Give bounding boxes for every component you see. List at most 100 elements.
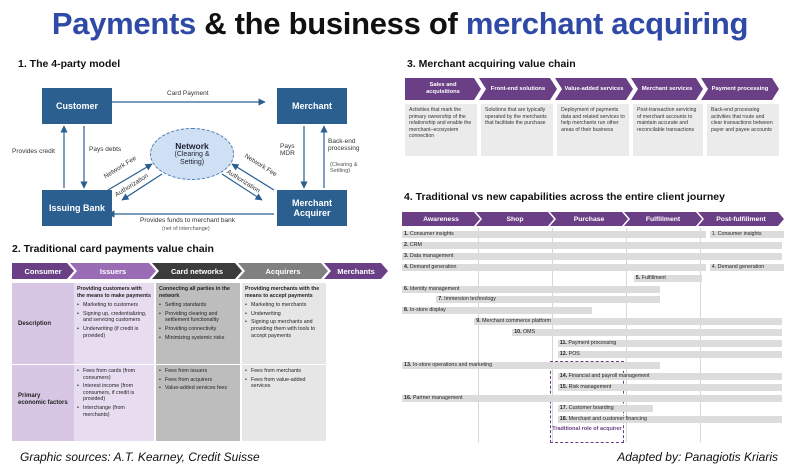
network-fee-left-arrow <box>107 163 153 191</box>
provides-funds-label: Provides funds to merchant bank <box>140 217 236 224</box>
capability-bar-post: 1. Consumer insights <box>709 231 784 238</box>
capability-bar: 5. Fulfillment <box>633 274 703 282</box>
back-end-label: Back-end processing <box>328 138 360 153</box>
acquirers-desc-item: Marketing to merchants <box>245 302 323 309</box>
chevron-sales-acquisitions: Sales and acquisitions <box>405 78 481 100</box>
desc-front-end: Solutions that are typically operated by… <box>481 104 553 156</box>
acquirers-desc-item: Underwriting <box>245 311 323 318</box>
stage-fulfillment: Fulfillment <box>624 212 702 226</box>
acquirers-description: Providing merchants with the means to ac… <box>242 283 326 364</box>
capability-label: Risk management <box>568 383 612 390</box>
customer-box: Customer <box>42 88 112 124</box>
issuers-desc-item: Signing up, credentializing, and servici… <box>77 311 151 324</box>
chevron-merchants: Merchants <box>324 263 388 279</box>
authorization-right-arrow <box>221 173 263 201</box>
networks-desc-item: Minimizing systemic risks <box>159 335 237 342</box>
traditional-value-chain: Consumer Issuers Card networks Acquirers… <box>12 263 390 443</box>
section1-title: 1. The 4-party model <box>18 58 121 70</box>
chevron-merchant-services: Merchant services <box>631 78 703 100</box>
chevron-front-end: Front-end solutions <box>479 78 557 100</box>
networks-econ-item: Value-added services fees <box>159 385 237 392</box>
networks-description: Connecting all parties in the network Se… <box>156 283 240 364</box>
capability-label: Partner management <box>412 394 463 401</box>
acquirers-econ-item: Fees from merchants <box>245 368 323 375</box>
capability-number: 1. <box>404 231 409 237</box>
acquirers-desc-item: Signing up merchants and providing them … <box>245 319 323 339</box>
acquirers-econ-item: Fees from value-added services <box>245 377 323 390</box>
capability-number: 2. <box>404 241 409 248</box>
issuers-econ-item: Fees from cards (from consumers) <box>77 368 151 381</box>
capability-number: 17. <box>559 405 568 412</box>
capability-bar: 17. Customer boarding <box>557 405 653 413</box>
desc-payment-processing: Back-end processing activities that rout… <box>707 104 779 156</box>
provides-credit-label: Provides credit <box>12 148 55 155</box>
traditional-role-box <box>550 361 624 443</box>
capability-bar: 12. POS <box>557 350 782 358</box>
capability-bar: 9. Merchant commerce platform <box>474 318 782 326</box>
capability-number: 15. <box>559 383 568 390</box>
desc-value-added: Deployment of payments data and related … <box>557 104 629 156</box>
chevron-card-networks: Card networks <box>152 263 242 279</box>
section2-title: 2. Traditional card payments value chain <box>12 243 214 255</box>
networks-desc-header: Connecting all parties in the network <box>159 286 230 299</box>
row-label-column <box>12 283 74 441</box>
issuers-economic: Fees from cards (from consumers) Interes… <box>74 365 154 441</box>
capability-label: Fulfillment <box>641 274 666 281</box>
capability-label: Merchant and customer financing <box>568 416 647 423</box>
issuers-desc-header: Providing customers with the means to ma… <box>77 286 151 299</box>
capability-bar: 16. Partner management <box>402 394 782 402</box>
capability-label: Merchant commerce platform <box>482 318 551 325</box>
four-party-model-diagram: Customer Merchant Issuing Bank Merchant … <box>12 78 372 238</box>
network-subtitle: (Clearing & Setting) <box>174 151 210 166</box>
footer-adapted: Adapted by: Panagiotis Kriaris <box>617 450 778 464</box>
net-interchange-label: (net of interchange) <box>162 226 210 232</box>
issuers-econ-item: Interest income (from consumers, if cred… <box>77 383 151 403</box>
capability-bar: 3. Data management <box>402 252 782 260</box>
stage-purchase: Purchase <box>550 212 628 226</box>
stage-shop: Shop <box>476 212 554 226</box>
capability-bar: 18. Merchant and customer financing <box>557 416 782 424</box>
acquirers-economic: Fees from merchants Fees from value-adde… <box>242 365 326 441</box>
capability-number: 8. <box>404 307 409 314</box>
title-merchant-acquiring: merchant acquiring <box>465 6 749 41</box>
capability-bar: 6. Identity management <box>402 285 661 293</box>
chevron-issuers: Issuers <box>70 263 156 279</box>
capability-label: Customer boarding <box>568 405 614 412</box>
capability-number: 14. <box>559 372 568 379</box>
chevron-value-added: Value-added services <box>555 78 633 100</box>
capability-label: Payment processing <box>568 340 617 346</box>
issuers-desc-item: Underwriting (if credit is provided) <box>77 326 151 339</box>
capability-number: 7. <box>438 296 443 303</box>
grid-line <box>478 228 479 442</box>
chevron-consumer: Consumer <box>12 263 74 279</box>
stage-post-fulfillment: Post-fulfillment <box>698 212 784 226</box>
stage-awareness: Awareness <box>402 212 480 226</box>
issuers-econ-item: Interchange (from merchants) <box>77 405 151 418</box>
network-fee-right-arrow <box>231 163 275 191</box>
networks-econ-item: Fees from issuers <box>159 368 237 375</box>
capability-number: 5. <box>635 274 641 281</box>
capability-bar: 2. CRM <box>402 241 782 249</box>
row-divider <box>12 364 74 365</box>
pays-debts-label: Pays debts <box>89 146 122 153</box>
card-payment-label: Card Payment <box>167 90 209 97</box>
merchant-acquirer-box: Merchant Acquirer <box>277 190 347 226</box>
capability-number: 12. <box>559 350 568 357</box>
capability-bar: 11. Payment processing <box>557 340 782 347</box>
capability-bar: 15. Risk management <box>557 383 782 391</box>
four-party-arrows <box>60 98 328 218</box>
section3-title: 3. Merchant acquiring value chain <box>407 58 576 70</box>
capability-number: 18. <box>559 416 568 423</box>
capability-bar: 1. Consumer insights <box>402 231 706 238</box>
capability-label: In-store display <box>409 307 446 314</box>
networks-desc-item: Setting standards <box>159 302 237 309</box>
capability-label: Data management <box>409 252 454 259</box>
networks-econ-item: Fees from acquirers <box>159 377 237 384</box>
capability-label: Demand generation <box>409 263 457 270</box>
capability-label: Consumer insights <box>409 231 454 237</box>
issuers-desc-item: Marketing to customers <box>77 302 151 309</box>
row-label-description: Description <box>18 321 52 327</box>
desc-merchant-services: Post-transaction servicing of merchant a… <box>633 104 703 156</box>
capability-label: POS <box>568 350 580 357</box>
section4-title: 4. Traditional vs new capabilities acros… <box>404 191 725 203</box>
